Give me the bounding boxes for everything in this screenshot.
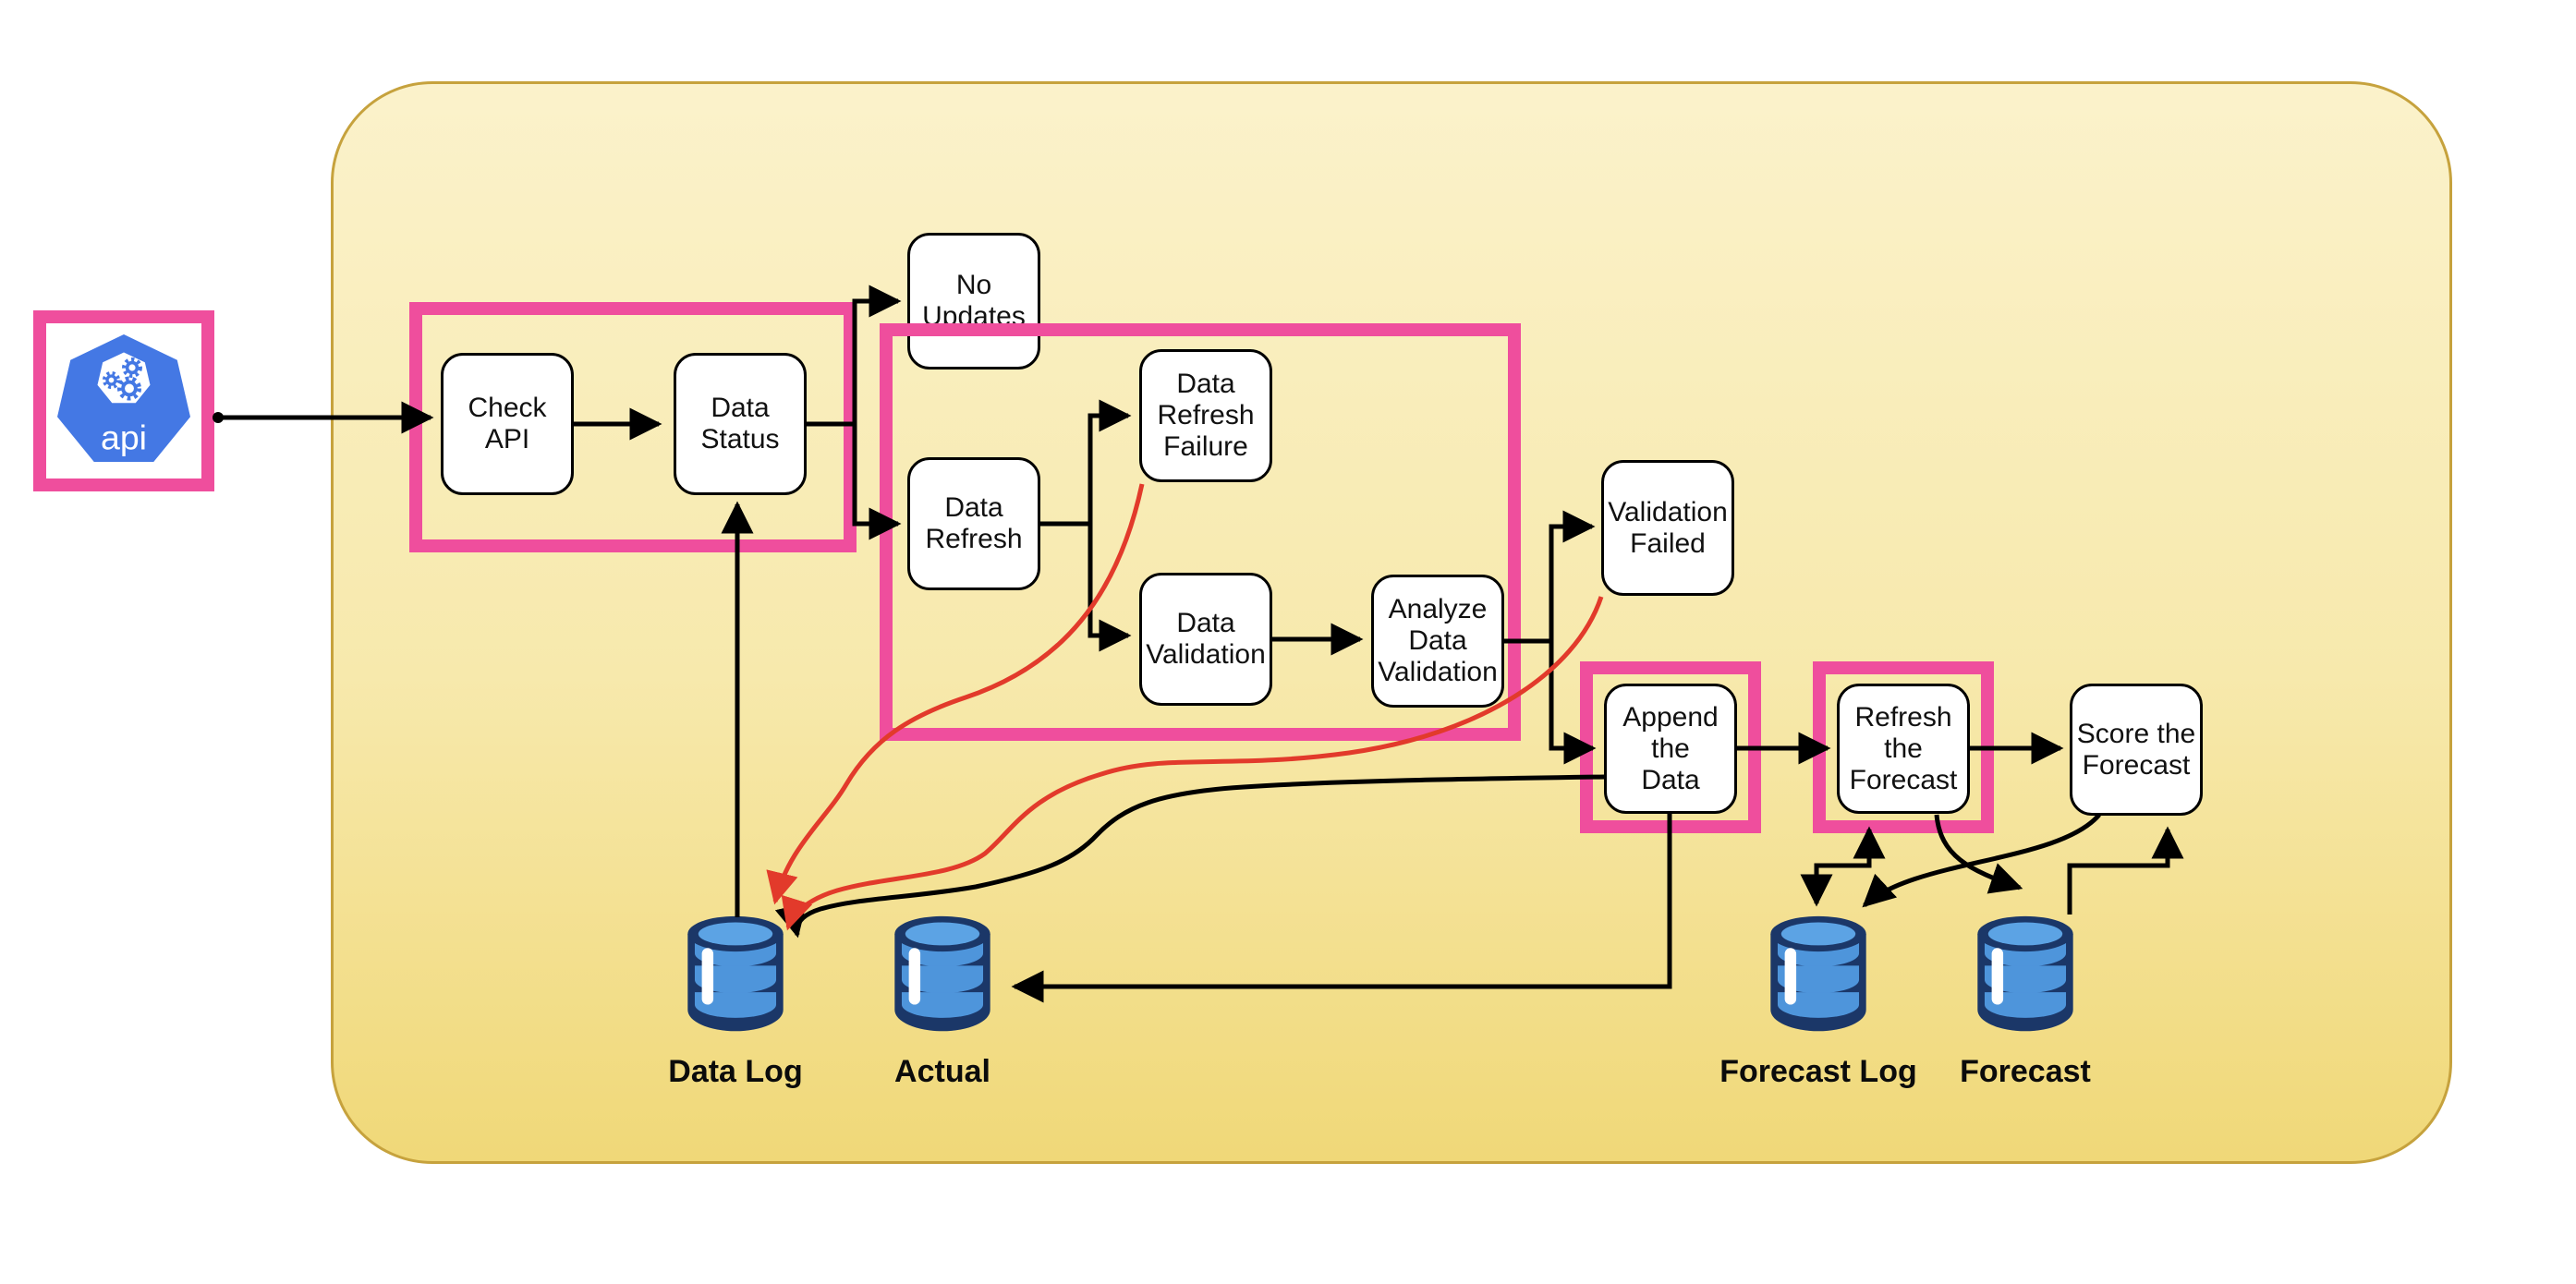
gears-glyph xyxy=(102,357,142,401)
node-data-status: Data Status xyxy=(674,353,807,495)
node-check-api: Check API xyxy=(441,353,574,495)
node-label: Append the xyxy=(1622,701,1719,764)
database-label-forecast-log: Forecast Log xyxy=(1719,1054,1917,1089)
node-label: Forecast xyxy=(2082,749,2191,781)
node-label: Data xyxy=(1176,369,1235,399)
node-label: Refresh the xyxy=(1854,701,1952,764)
database-label-actual: Actual xyxy=(894,1054,990,1089)
highlight-refresh-validation-group xyxy=(880,323,1521,741)
node-label: Validation xyxy=(1608,496,1728,527)
highlight-append-the-data xyxy=(1580,661,1761,833)
node-append-the-data: Append the Data xyxy=(1604,684,1737,814)
database-icon-forecast xyxy=(1977,915,2073,1032)
api-highlight-box: api xyxy=(33,310,214,491)
node-label: Score the xyxy=(2076,718,2196,749)
node-data-refresh-failure: Data Refresh Failure xyxy=(1139,349,1272,482)
node-label: Data Status xyxy=(700,393,780,454)
node-refresh-the-forecast: Refresh the Forecast xyxy=(1837,684,1970,814)
node-label: Failure xyxy=(1163,431,1248,462)
highlight-check-api-group xyxy=(409,302,857,552)
node-label: Forecast xyxy=(1849,764,1958,795)
api-icon-label: api xyxy=(101,418,147,457)
node-label: Refresh xyxy=(1157,400,1255,430)
database-icon-actual xyxy=(894,915,990,1032)
node-label: Check API xyxy=(468,393,547,454)
node-score-the-forecast: Score the Forecast xyxy=(2070,684,2203,816)
node-label: Failed xyxy=(1630,527,1706,559)
database-icon-data-log xyxy=(687,915,784,1032)
node-no-updates: No Updates xyxy=(907,233,1040,369)
database-icon-forecast-log xyxy=(1770,915,1866,1032)
highlight-refresh-the-forecast xyxy=(1813,661,1994,833)
kubernetes-api-icon: api xyxy=(57,334,190,462)
node-label: No xyxy=(955,270,992,300)
node-validation-failed: Validation Failed xyxy=(1601,460,1734,596)
database-label-data-log: Data Log xyxy=(668,1054,803,1089)
node-label: Data xyxy=(1641,764,1700,795)
database-label-forecast: Forecast xyxy=(1960,1054,2091,1089)
